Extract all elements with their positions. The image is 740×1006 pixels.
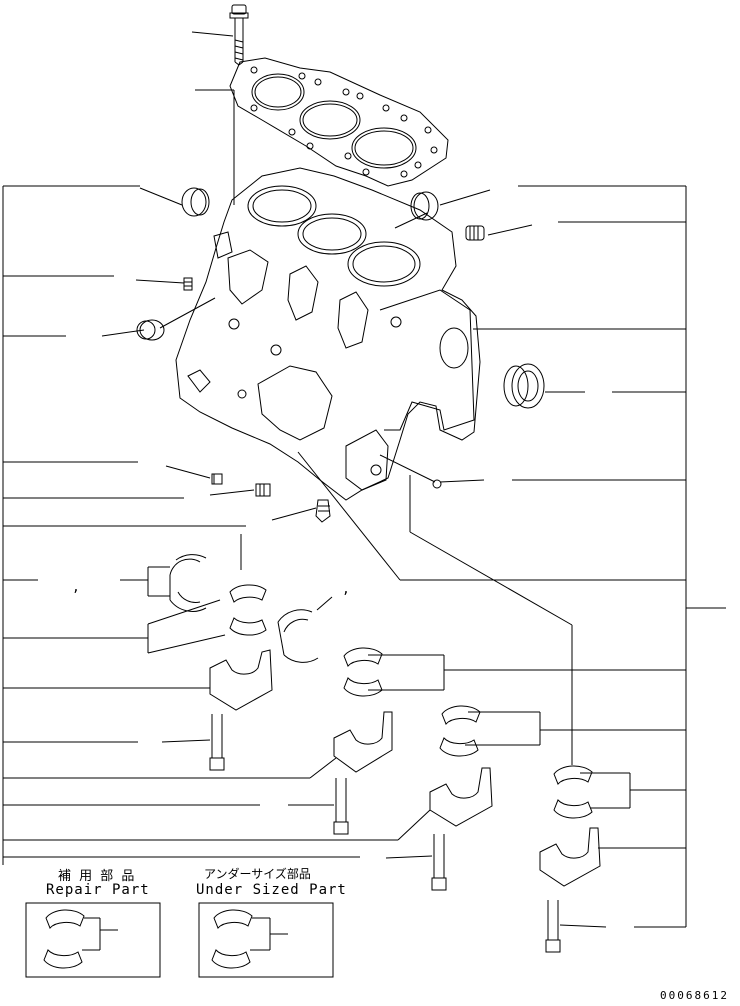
main-bearing-cap-1 (209, 649, 273, 711)
under-sized-part-title-en: Under Sized Part (196, 882, 347, 898)
main-bearing-bolt-3 (431, 834, 447, 891)
callout-frame (2, 185, 726, 927)
callout-lines (3, 31, 686, 928)
small-set-screw-left (183, 277, 193, 291)
plug-screw-3 (315, 499, 331, 523)
main-bearing-cap-2 (333, 711, 393, 773)
plug-screw-1 (211, 473, 223, 485)
repair-part-title-en: Repair Part (46, 882, 150, 898)
cylinder-head-bolt (229, 4, 249, 66)
oil-seal (503, 363, 545, 409)
under-sized-part-title-jp: アンダーサイズ部品 (204, 867, 311, 881)
expansion-plug-right (410, 191, 439, 221)
threaded-plug-right (465, 225, 485, 241)
main-bearing-cap-4 (539, 827, 601, 887)
main-bearing-3 (439, 705, 481, 757)
expansion-plug-left-top (181, 187, 210, 217)
expansion-cap-left (136, 319, 165, 341)
thrust-washer-mid (277, 609, 319, 663)
thrust-washer-left (169, 554, 207, 612)
comma-mark-a: , (72, 580, 80, 595)
cylinder-block (175, 167, 481, 501)
comma-mark-b: , (342, 582, 350, 597)
main-bearing-cap-3 (429, 767, 493, 827)
main-bearing-bolt-1 (209, 714, 225, 771)
main-bearing-4 (553, 765, 593, 819)
head-gasket (229, 57, 449, 187)
main-bearing-bolt-2 (333, 778, 349, 835)
repair-part-title-jp: 補 用 部 品 (58, 869, 137, 884)
repair-part-inset (25, 902, 161, 978)
plug-screw-2 (255, 483, 271, 497)
under-sized-part-inset (198, 902, 334, 978)
small-plug-right (432, 479, 442, 489)
drawing-reference-number: 00068612 (660, 989, 729, 1002)
main-bearing-2 (343, 647, 383, 697)
main-bearing-bolt-4 (545, 900, 561, 953)
main-bearing-1 (229, 584, 267, 636)
